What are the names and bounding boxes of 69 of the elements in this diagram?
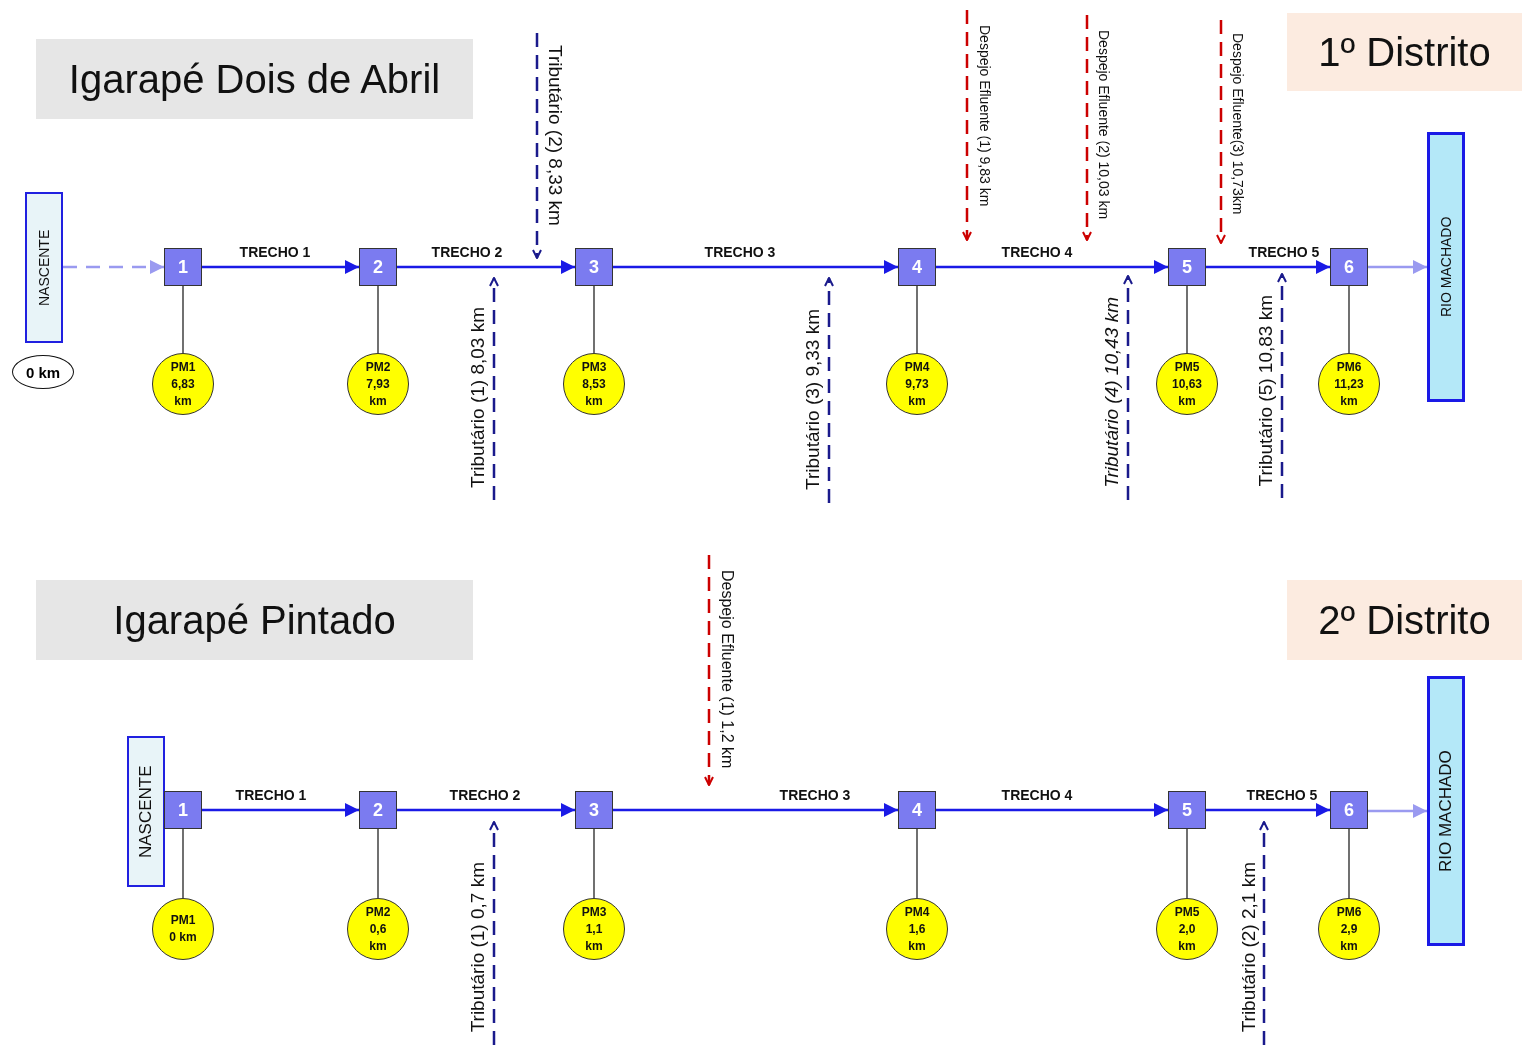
river-arrow <box>1368 260 1427 274</box>
inflow-label: Despejo Efluente(3) 10,73km <box>1229 33 1247 215</box>
inflow-label: Despejo Efluente (1) 1,2 km <box>718 570 737 769</box>
distance-ellipse: 0 km <box>12 355 74 389</box>
monitoring-point-square: 4 <box>898 248 936 286</box>
connector-line <box>377 828 379 899</box>
inflow-label: Tributário (1) 0,7 km <box>466 861 489 1032</box>
river-arrow <box>936 260 1168 274</box>
monitoring-point-square: 3 <box>575 248 613 286</box>
sampling-point-circle: PM6 2,9 km <box>1318 898 1380 960</box>
monitoring-point-square: 2 <box>359 248 397 286</box>
sampling-point-circle: PM2 0,6 km <box>347 898 409 960</box>
sampling-point-circle: PM3 1,1 km <box>563 898 625 960</box>
connector-line <box>1186 285 1188 354</box>
title-panel: Igarapé Dois de Abril <box>36 39 473 119</box>
river-arrow <box>1368 804 1427 818</box>
sampling-point-circle: PM4 1,6 km <box>886 898 948 960</box>
sampling-point-circle: PM5 10,63 km <box>1156 353 1218 415</box>
connector-line <box>593 285 595 354</box>
monitoring-point-square: 6 <box>1330 791 1368 829</box>
connector-line <box>1348 828 1350 899</box>
sampling-point-circle: PM1 0 km <box>152 898 214 960</box>
monitoring-point-square: 1 <box>164 248 202 286</box>
river-arrow <box>936 803 1168 817</box>
inflow-label: Tributário (2) 2,1 km <box>1237 861 1260 1032</box>
inflow-label: Tributário (1) 8,03 km <box>466 307 489 488</box>
inflow-label: Tributário (4) 10,43 km <box>1100 297 1123 488</box>
river-arrow <box>202 803 359 817</box>
monitoring-point-square: 5 <box>1168 248 1206 286</box>
river-arrow <box>397 803 575 817</box>
monitoring-point-square: 3 <box>575 791 613 829</box>
river-arrow <box>63 260 164 274</box>
inflow-label: Tributário (3) 9,33 km <box>801 309 824 490</box>
connector-line <box>377 285 379 354</box>
monitoring-point-square: 2 <box>359 791 397 829</box>
connector-line <box>182 285 184 354</box>
river-mouth-box: RIO MACHADO <box>1427 132 1465 402</box>
river-arrow <box>1206 260 1330 274</box>
river-arrow <box>1206 803 1330 817</box>
sampling-point-circle: PM3 8,53 km <box>563 353 625 415</box>
title-panel: Igarapé Pintado <box>36 580 473 660</box>
sampling-point-circle: PM1 6,83 km <box>152 353 214 415</box>
inflow-label: Tributário (2) 8,33 km <box>544 45 567 226</box>
river-arrow <box>202 260 359 274</box>
river-arrow <box>397 260 575 274</box>
source-box: NASCENTE <box>25 192 63 343</box>
sampling-point-circle: PM4 9,73 km <box>886 353 948 415</box>
inflow-label: Despejo Efluente (1) 9,83 km <box>976 25 994 207</box>
inflow-label: Despejo Efluente (2) 10,03 km <box>1095 30 1113 220</box>
river-arrow <box>613 803 898 817</box>
monitoring-point-square: 4 <box>898 791 936 829</box>
inflow-label: Tributário (5) 10,83 km <box>1254 294 1277 486</box>
sampling-point-circle: PM6 11,23 km <box>1318 353 1380 415</box>
source-box: NASCENTE <box>127 736 165 887</box>
monitoring-point-square: 1 <box>164 791 202 829</box>
district-panel: 2º Distrito <box>1287 580 1522 660</box>
district-panel: 1º Distrito <box>1287 13 1522 91</box>
connector-line <box>182 828 184 899</box>
connector-line <box>916 828 918 899</box>
river-mouth-box: RIO MACHADO <box>1427 676 1465 946</box>
monitoring-point-square: 5 <box>1168 791 1206 829</box>
sampling-point-circle: PM5 2,0 km <box>1156 898 1218 960</box>
river-arrow <box>613 260 898 274</box>
connector-line <box>593 828 595 899</box>
sampling-point-circle: PM2 7,93 km <box>347 353 409 415</box>
connector-line <box>1348 285 1350 354</box>
monitoring-point-square: 6 <box>1330 248 1368 286</box>
connector-line <box>1186 828 1188 899</box>
connector-line <box>916 285 918 354</box>
